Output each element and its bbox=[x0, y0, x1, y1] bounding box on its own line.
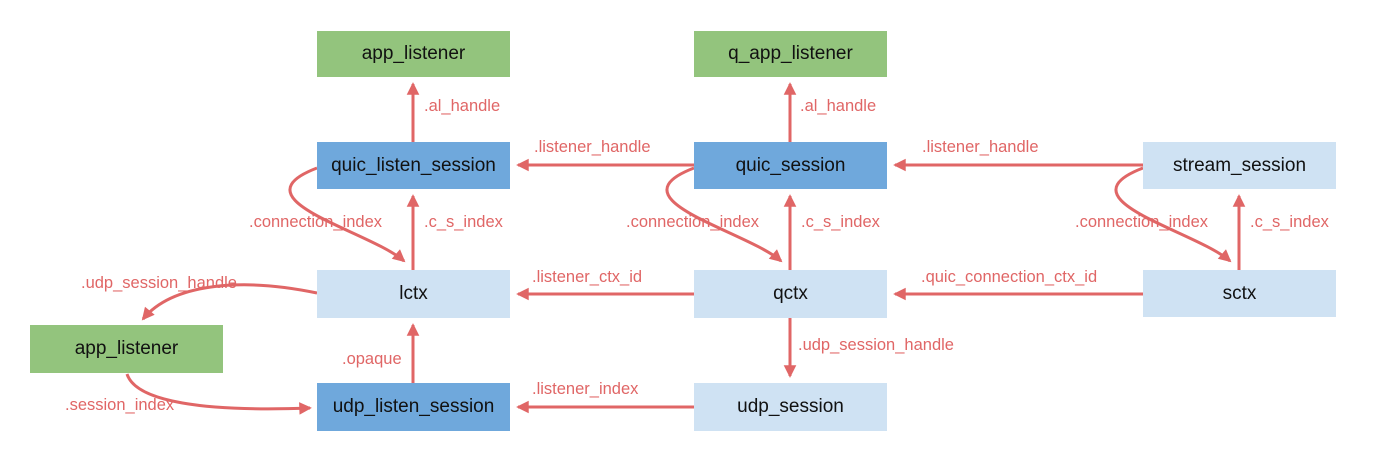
node-label: stream_session bbox=[1172, 154, 1307, 176]
node-label: app_listener bbox=[74, 338, 179, 359]
edge-label-listener-handle-left: .listener_handle bbox=[534, 138, 651, 156]
node-udp-listen-session: udp_listen_session bbox=[317, 383, 510, 431]
edge-label-quic-connection-ctx-id: .quic_connection_ctx_id bbox=[921, 268, 1098, 286]
edge-label-connection-index-mid: .connection_index bbox=[626, 213, 760, 231]
node-udp-session: udp_session bbox=[694, 383, 887, 431]
edge-connection-index-mid-arrow bbox=[665, 166, 783, 263]
node-q-app-listener: q_app_listener bbox=[694, 31, 887, 77]
node-quic-session: quic_session bbox=[694, 142, 887, 189]
node-qctx: qctx bbox=[694, 270, 887, 318]
edge-label-connection-index-right: .connection_index bbox=[1075, 213, 1209, 231]
node-app-listener-top: app_listener bbox=[317, 31, 510, 77]
edge-label-c-s-index-left: .c_s_index bbox=[424, 213, 503, 231]
edge-label-c-s-index-mid: .c_s_index bbox=[801, 213, 880, 231]
edge-label-listener-ctx-id: .listener_ctx_id bbox=[532, 268, 643, 286]
node-label: app_listener bbox=[361, 43, 466, 64]
node-label: quic_listen_session bbox=[331, 154, 496, 176]
node-lctx: lctx bbox=[317, 270, 510, 318]
edge-label-al-handle-mid: .al_handle bbox=[800, 97, 877, 115]
edge-connection-index-right-arrow bbox=[1114, 166, 1232, 263]
edge-label-listener-handle-right: .listener_handle bbox=[922, 138, 1039, 156]
node-label: sctx bbox=[1222, 282, 1257, 304]
edge-label-al-handle-left: .al_handle bbox=[424, 97, 501, 115]
node-label: qctx bbox=[773, 283, 808, 304]
node-quic-listen-session: quic_listen_session bbox=[317, 142, 510, 189]
edge-label-session-index: .session_index bbox=[65, 396, 175, 414]
edge-udp-session-handle-left-arrow bbox=[141, 283, 318, 321]
node-label: udp_session bbox=[737, 396, 844, 417]
node-label: udp_listen_session bbox=[332, 396, 495, 417]
edge-label-listener-index: .listener_index bbox=[532, 380, 639, 398]
edge-label-connection-index-left: .connection_index bbox=[249, 213, 383, 231]
node-sctx: sctx bbox=[1143, 270, 1336, 317]
node-label: q_app_listener bbox=[728, 43, 853, 64]
edge-connection-index-left-arrow bbox=[288, 166, 406, 263]
edge-session-index-arrow bbox=[125, 373, 312, 415]
node-stream-session: stream_session bbox=[1143, 142, 1336, 189]
node-label: quic_session bbox=[735, 154, 846, 176]
edge-label-udp-session-handle-mid: .udp_session_handle bbox=[798, 336, 954, 354]
node-app-listener-left: app_listener bbox=[30, 325, 223, 373]
edge-label-c-s-index-right: .c_s_index bbox=[1250, 213, 1329, 231]
edge-label-udp-session-handle-left: .udp_session_handle bbox=[81, 274, 237, 292]
node-label: lctx bbox=[399, 283, 428, 304]
edge-label-opaque: .opaque bbox=[342, 350, 402, 368]
